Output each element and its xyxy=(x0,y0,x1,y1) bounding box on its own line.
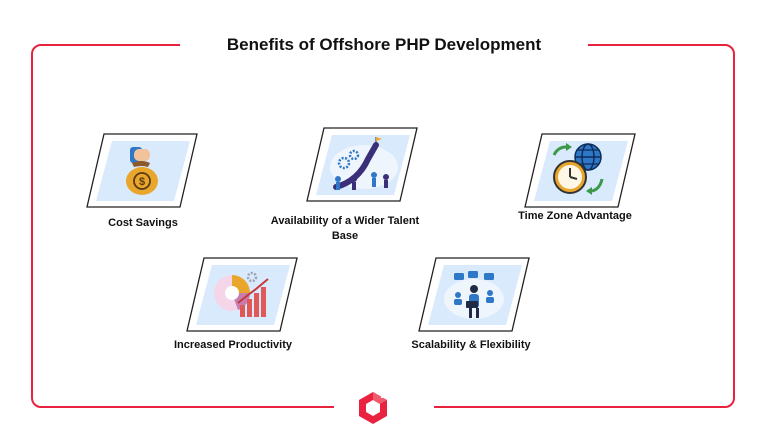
benefit-label-cost-savings: Cost Savings xyxy=(108,217,178,229)
globe-clock-icon xyxy=(552,143,604,195)
benefit-label-talent-base: Availability of a Wider Talent Base xyxy=(270,215,420,242)
benefit-card-talent-base xyxy=(302,125,422,205)
benefit-card-productivity xyxy=(182,255,302,335)
benefit-card-scalability xyxy=(414,255,534,335)
money-bag-icon: $ xyxy=(126,147,158,195)
benefit-label-time-zone: Time Zone Advantage xyxy=(518,210,632,222)
team-growth-icon xyxy=(330,137,398,190)
benefit-card-time-zone xyxy=(520,131,640,211)
svg-text:$: $ xyxy=(139,176,145,188)
cube-logo-icon xyxy=(359,392,387,424)
benefit-label-scalability: Scalability & Flexibility xyxy=(411,339,531,351)
productivity-chart-icon xyxy=(214,271,269,317)
page-title: Benefits of Offshore PHP Development xyxy=(180,32,588,58)
benefit-label-productivity: Increased Productivity xyxy=(174,339,292,351)
benefit-card-cost-savings: $ xyxy=(82,131,202,211)
remote-team-icon xyxy=(444,271,504,319)
